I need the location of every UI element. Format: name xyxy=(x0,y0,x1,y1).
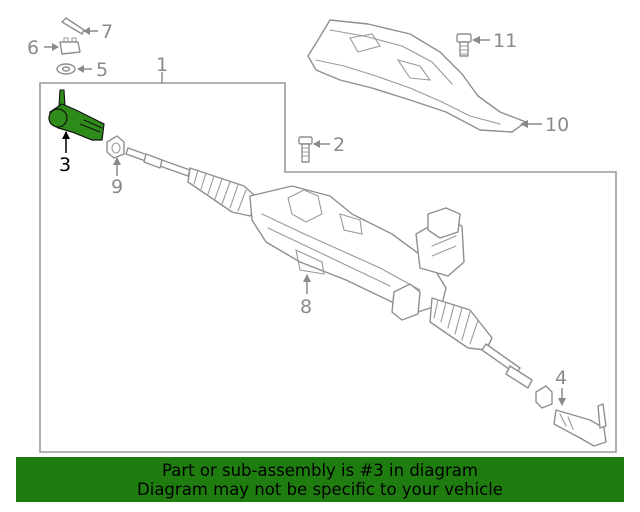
callout-10: 10 xyxy=(545,114,569,136)
steering-rack-8 xyxy=(125,147,533,389)
callout-leaders xyxy=(44,27,566,406)
bolt-11 xyxy=(456,33,472,57)
callout-7: 7 xyxy=(101,21,113,43)
callout-6: 6 xyxy=(27,37,39,59)
heat-shield xyxy=(307,19,527,133)
notice-banner: Part or sub-assembly is #3 in diagram Di… xyxy=(16,457,624,502)
callout-1: 1 xyxy=(156,54,168,76)
jam-nut-right xyxy=(535,385,553,409)
banner-line-1: Part or sub-assembly is #3 in diagram xyxy=(162,460,478,480)
bolt-2 xyxy=(298,136,313,163)
jam-nut-9 xyxy=(106,135,125,159)
callout-4: 4 xyxy=(555,367,567,389)
callout-9: 9 xyxy=(111,176,123,198)
castle-nut-6 xyxy=(59,37,81,55)
callout-8: 8 xyxy=(300,296,312,318)
callout-2: 2 xyxy=(333,134,345,156)
callout-11: 11 xyxy=(493,30,517,52)
washer-5 xyxy=(56,63,76,75)
banner-line-2: Diagram may not be specific to your vehi… xyxy=(137,479,503,499)
cotter-pin-7 xyxy=(61,17,85,35)
tie-rod-end-3 xyxy=(48,89,105,141)
assembly-outline xyxy=(39,82,617,453)
tie-rod-end-4 xyxy=(553,403,607,447)
callout-5: 5 xyxy=(96,59,108,81)
callout-3: 3 xyxy=(59,154,71,176)
